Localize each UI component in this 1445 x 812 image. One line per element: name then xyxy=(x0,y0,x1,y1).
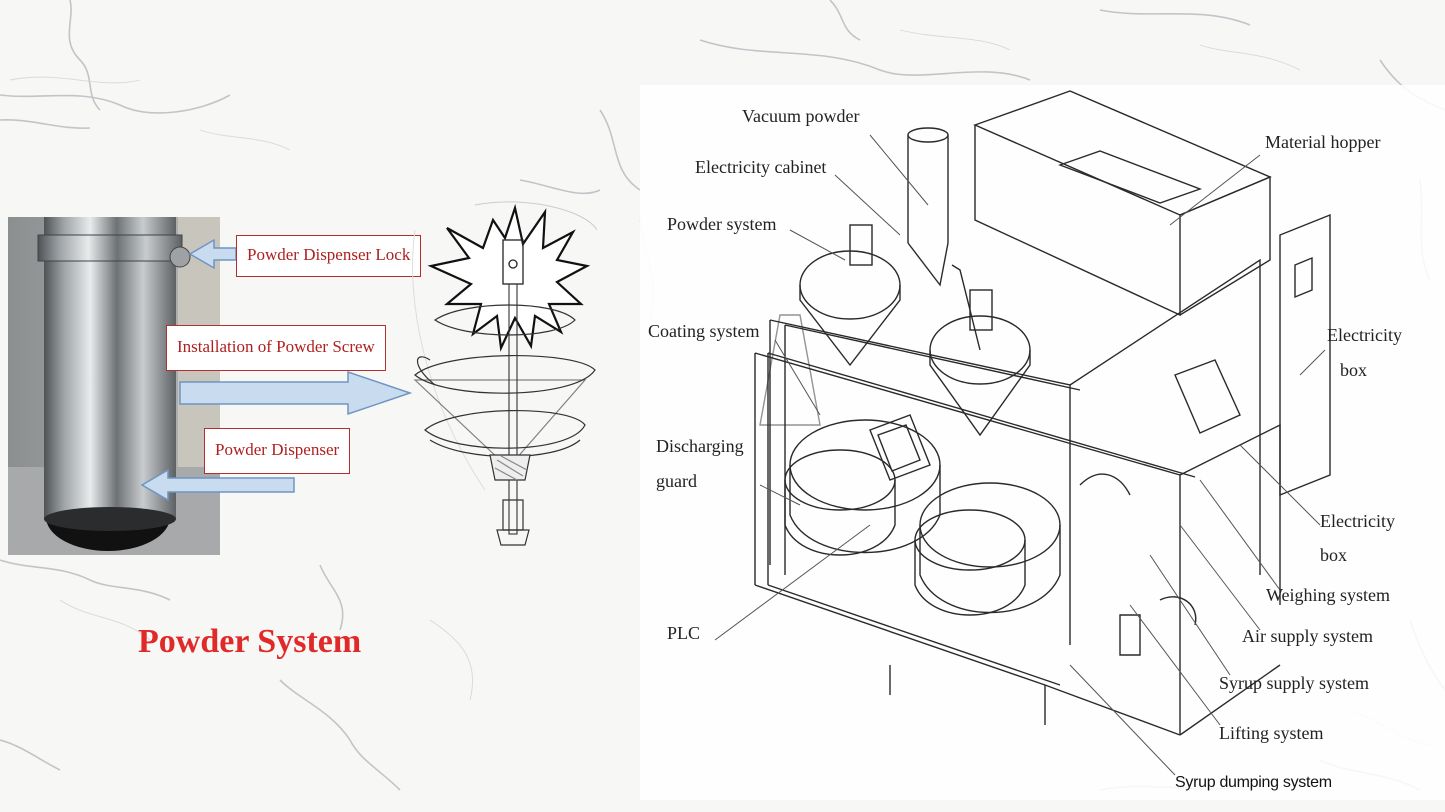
label-weighing-system: Weighing system xyxy=(1266,585,1391,605)
label-electricity-box-1-line2: box xyxy=(1340,360,1367,380)
powder-system-title: Powder System xyxy=(138,623,362,660)
label-discharging-guard-line2: guard xyxy=(656,471,697,491)
label-powder-system: Powder system xyxy=(667,214,777,234)
label-lifting-system: Lifting system xyxy=(1219,723,1324,743)
label-electricity-box-2-line2: box xyxy=(1320,545,1347,565)
callout-installation-of-powder-screw: Installation of Powder Screw xyxy=(166,325,386,371)
label-plc: PLC xyxy=(667,623,701,643)
label-syrup-dumping-system: Syrup dumping system xyxy=(1175,774,1332,791)
powder-screw-drawing xyxy=(412,201,597,546)
powder-dispenser-photo xyxy=(8,217,220,555)
label-electricity-cabinet: Electricity cabinet xyxy=(695,157,827,177)
label-electricity-box-1-line1: Electricity xyxy=(1327,325,1402,345)
label-vacuum-powder: Vacuum powder xyxy=(742,106,860,126)
burst-shape xyxy=(427,203,591,352)
label-syrup-supply-system: Syrup supply system xyxy=(1219,673,1370,693)
callout-powder-dispenser-lock: Powder Dispenser Lock xyxy=(236,235,422,277)
label-electricity-box-2-line1: Electricity xyxy=(1320,511,1395,531)
label-discharging-guard-line1: Discharging xyxy=(656,436,744,456)
label-air-supply-system: Air supply system xyxy=(1242,626,1374,646)
callout-powder-dispenser: Powder Dispenser xyxy=(204,428,351,474)
label-coating-system: Coating system xyxy=(648,321,760,341)
coating-machine-drawing xyxy=(640,85,1445,800)
label-material-hopper: Material hopper xyxy=(1265,132,1381,152)
